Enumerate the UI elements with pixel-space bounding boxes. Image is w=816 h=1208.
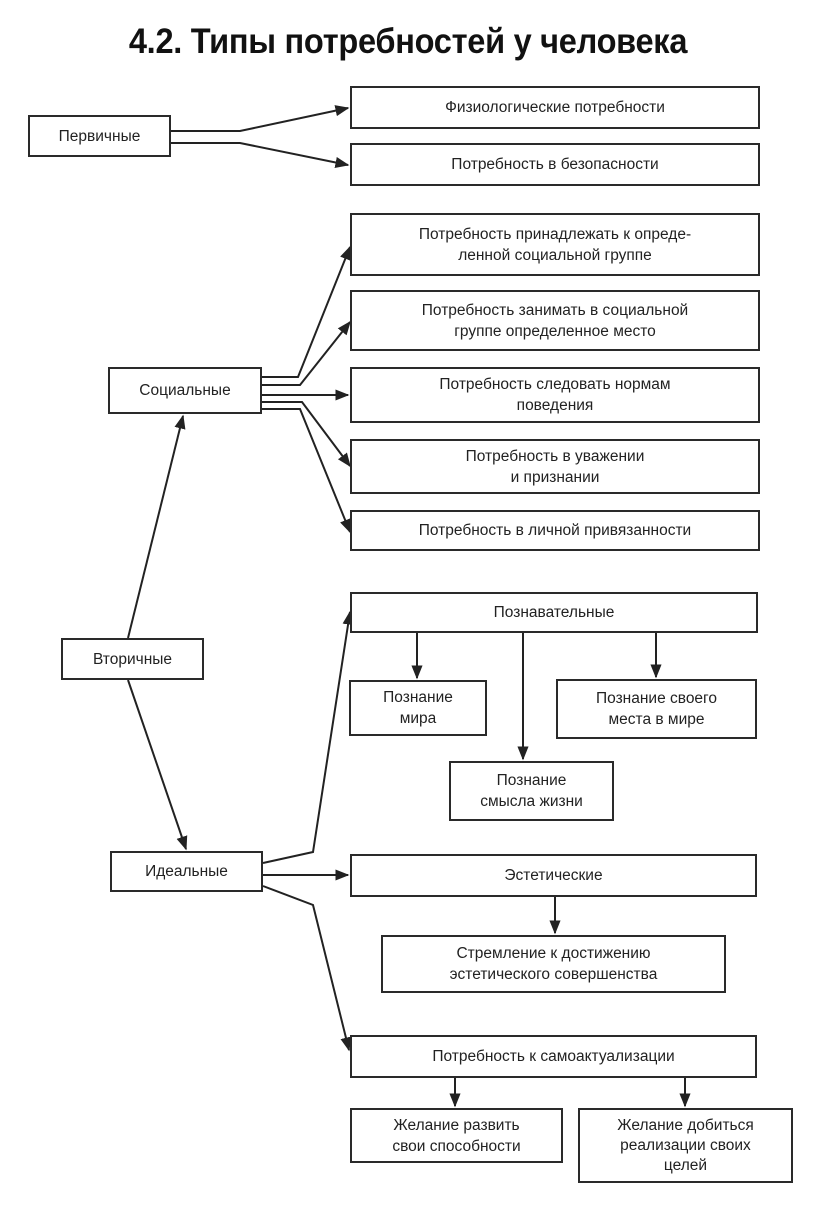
diagram-title: 4.2. Типы потребностей у человека [128, 22, 688, 61]
node-attachment: Потребность в личной привязанности [350, 510, 760, 551]
arrow-secondary-social [127, 414, 186, 639]
arrow-primary-physiological [171, 105, 350, 132]
node-know-place: Познание своего места в мире [556, 679, 757, 739]
node-physiological: Физиологические потребности [350, 86, 760, 129]
node-belong: Потребность принадлежать к опреде- ленно… [350, 213, 760, 276]
node-know-meaning: Познание смысла жизни [449, 761, 614, 821]
arrow-secondary-ideal [127, 679, 188, 851]
arrow-social-attachment [262, 408, 351, 534]
node-aesthetic-perfection: Стремление к достижению эстетического со… [381, 935, 726, 993]
node-know-world: Познание мира [349, 680, 487, 736]
arrow-primary-safety [171, 142, 350, 168]
arrow-social-respect [262, 401, 351, 468]
node-safety: Потребность в безопасности [350, 143, 760, 186]
node-secondary: Вторичные [61, 638, 204, 680]
node-develop-abilities: Желание развить свои способности [350, 1108, 563, 1163]
node-self-actualization: Потребность к самоактуализации [350, 1035, 757, 1078]
node-ideal: Идеальные [110, 851, 263, 892]
node-aesthetic: Эстетические [350, 854, 757, 897]
arrow-ideal-cognitive [262, 610, 354, 864]
arrow-social-belong [262, 245, 351, 378]
node-respect: Потребность в уважении и признании [350, 439, 760, 494]
node-place: Потребность занимать в социальной группе… [350, 290, 760, 351]
arrow-ideal-selfact [262, 885, 352, 1052]
arrow-social-place [262, 320, 351, 386]
node-norms: Потребность следовать нормам поведения [350, 367, 760, 423]
node-achieve-goals: Желание добиться реализации своих целей [578, 1108, 793, 1183]
node-social: Социальные [108, 367, 262, 414]
node-cognitive: Познавательные [350, 592, 758, 633]
node-primary: Первичные [28, 115, 171, 157]
